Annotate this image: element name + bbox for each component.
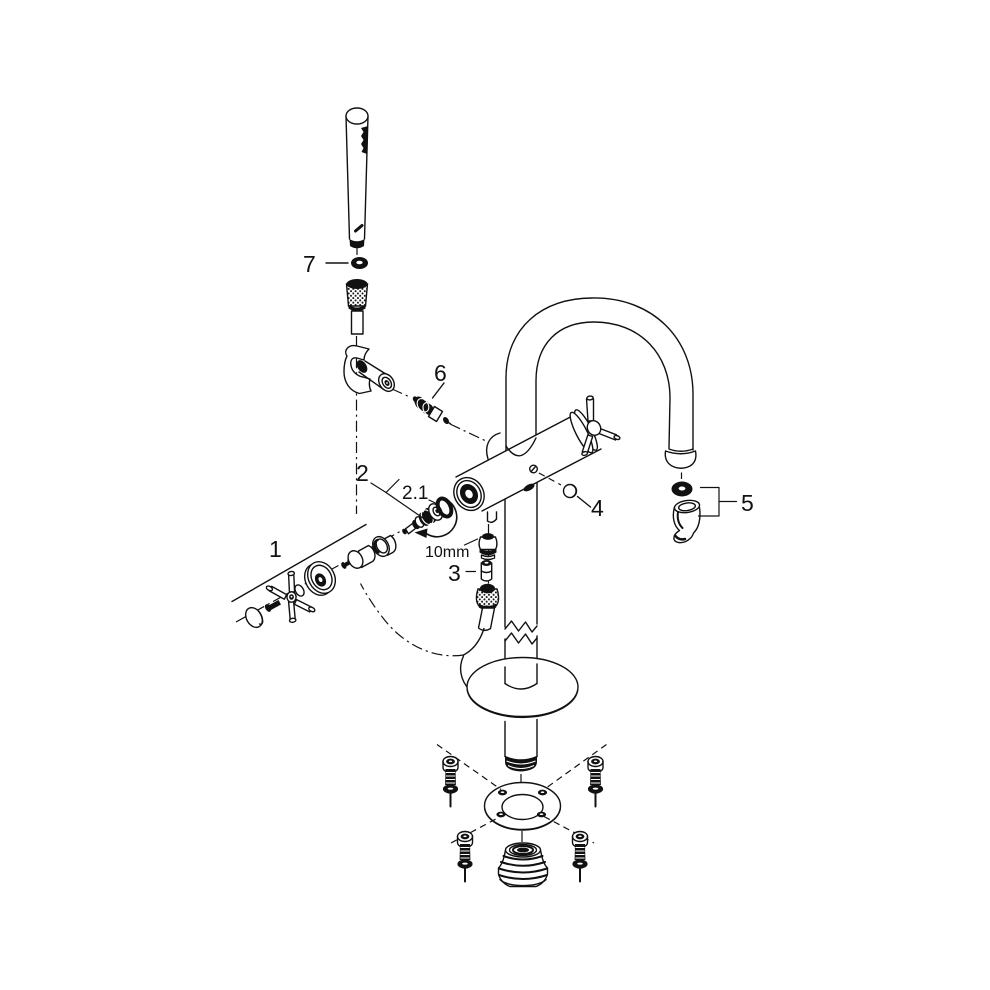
- hose-connector-bottom: [475, 583, 500, 632]
- callout-2-label: 2: [356, 460, 369, 486]
- shower-holder: [343, 344, 396, 395]
- stop-ring: [372, 534, 397, 558]
- mounting-screw-top-left: [441, 755, 460, 808]
- handle-assembly-1: [244, 534, 397, 629]
- set-screw-4: [562, 483, 578, 499]
- body-outlet-nipple: [486, 511, 498, 524]
- callout-7-label: 7: [303, 251, 316, 277]
- mounting-screw-top-right: [586, 755, 605, 808]
- spout: [505, 297, 697, 469]
- handle-sleeve: [347, 544, 376, 569]
- aerator-assembly-5: [671, 481, 701, 544]
- cross-handle-top: [569, 395, 621, 457]
- handle-cap: [244, 606, 264, 629]
- hand-shower-wand: [345, 107, 369, 255]
- leader-line-1: [231, 523, 367, 603]
- bracket-5: [697, 486, 738, 517]
- leader-line-10mm: [463, 538, 479, 546]
- o-ring-7: [351, 257, 368, 269]
- callout-1-label: 1: [269, 536, 282, 562]
- handle-screw: [264, 600, 281, 612]
- callout-2-1-label: 2.1: [402, 483, 428, 504]
- adapter-3: [480, 560, 493, 582]
- wrench-size-label: 10mm: [425, 544, 469, 561]
- riser-pipe: [504, 482, 538, 685]
- faucet-body: [453, 412, 602, 524]
- cover-plate: [466, 656, 579, 719]
- cross-handle-spare: [265, 570, 316, 624]
- threaded-bushing: [497, 842, 549, 888]
- check-valve-6: [412, 396, 452, 425]
- leader-line-6: [431, 382, 445, 399]
- cartridge-2: [402, 503, 444, 535]
- mounting-flange: [483, 781, 562, 831]
- callout-6-label: 6: [434, 360, 447, 386]
- callout-5-label: 5: [741, 490, 754, 516]
- union-nut-10mm: [478, 533, 498, 561]
- pipe-break-symbol: [504, 620, 538, 645]
- mounting-screw-bottom-right: [571, 830, 589, 883]
- leader-line-4: [538, 472, 592, 508]
- leader-lines-2: [370, 478, 439, 522]
- hose-curve: [359, 583, 485, 692]
- pipe-threaded-end: [504, 718, 538, 772]
- rotation-arrow: [414, 499, 458, 538]
- callout-3-label: 3: [448, 560, 461, 586]
- mounting-screw-bottom-left: [456, 830, 474, 883]
- escutcheon-ring: [303, 561, 337, 596]
- o-ring-2-1: [435, 496, 454, 519]
- shower-hose-top-connector: [345, 279, 369, 335]
- callout-4-label: 4: [591, 495, 604, 521]
